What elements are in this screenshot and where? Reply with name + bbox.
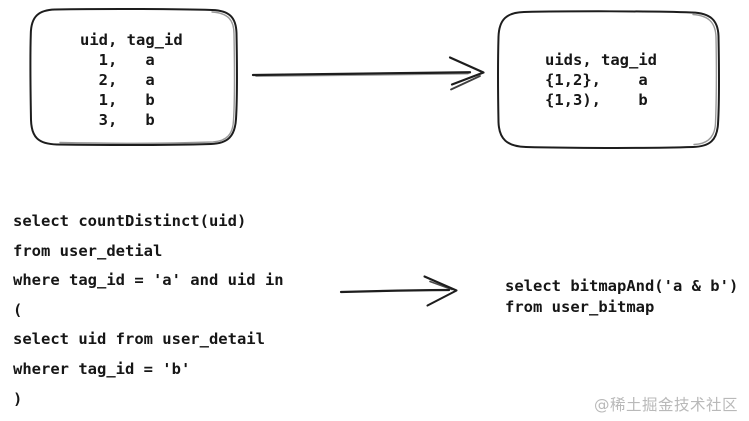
- table-row: {1,2}, a: [545, 71, 648, 89]
- table-row: 2, a: [80, 71, 155, 89]
- code-line: (: [13, 300, 23, 319]
- bitmap-and-query: select bitmapAnd('a & b') from user_bitm…: [505, 276, 738, 318]
- source-table-box: [29, 7, 238, 146]
- result-table-text: uids, tag_id {1,2}, a {1,3), b: [545, 50, 657, 110]
- code-line: ): [13, 389, 23, 408]
- code-line: select bitmapAnd('a & b'): [505, 277, 739, 295]
- watermark: @稀土掘金技术社区: [594, 396, 739, 414]
- table-header: uids, tag_id: [545, 51, 657, 69]
- code-line: wherer tag_id = 'b': [13, 359, 191, 378]
- table-row: 1, b: [80, 91, 155, 109]
- table-row: 3, b: [80, 111, 155, 129]
- code-line: where tag_id = 'a' and uid in: [13, 271, 284, 290]
- source-table-text: uid, tag_id 1, a 2, a 1, b 3, b: [80, 30, 183, 130]
- table-row: 1, a: [80, 51, 155, 69]
- code-line: select uid from user_detail: [13, 330, 265, 349]
- code-line: select countDistinct(uid): [13, 212, 247, 230]
- table-row: {1,3), b: [545, 91, 648, 109]
- table-header: uid, tag_id: [80, 31, 183, 49]
- code-line: from user_detial: [13, 241, 163, 260]
- result-table-box: [497, 10, 720, 149]
- code-line: from user_bitmap: [505, 298, 655, 316]
- count-distinct-query: select countDistinct(uid) from user_deti…: [13, 207, 284, 414]
- right-arrow-top-icon: [251, 56, 485, 91]
- right-arrow-bottom-icon: [339, 275, 458, 307]
